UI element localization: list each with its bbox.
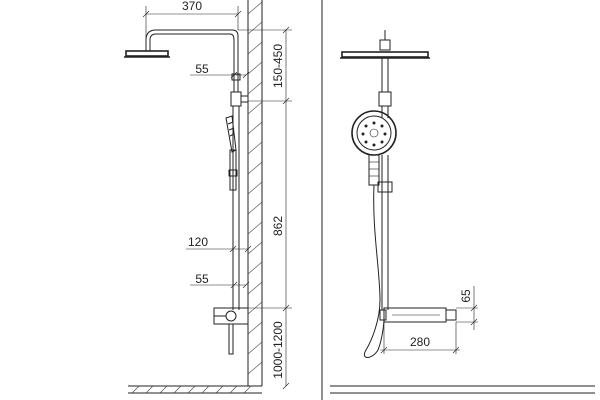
- floor: [128, 385, 262, 394]
- thermostatic-valve: [213, 307, 249, 355]
- dimension-label-150-450: 150-450: [271, 44, 285, 88]
- dimension-label-280: 280: [410, 335, 430, 349]
- riser-front: [378, 58, 392, 118]
- thermostatic-valve-front: [379, 307, 457, 323]
- dimension-label-862: 862: [271, 216, 285, 236]
- side-view: 370 55 150-450 862: [124, 0, 292, 394]
- shower-arm: [145, 29, 239, 50]
- dimension-label-55-lower: 55: [195, 272, 209, 286]
- dimension-valve-width: 280: [380, 322, 460, 354]
- dimension-lower-offset: 55: [190, 272, 250, 289]
- dimension-bracket-height: 150-450: [238, 26, 292, 105]
- dimension-lower-spacing: 120: [186, 235, 252, 256]
- dimension-label-370: 370: [182, 0, 202, 13]
- dimension-label-55-upper: 55: [195, 62, 209, 76]
- wall: [247, 0, 263, 386]
- shower-hose: [364, 184, 385, 358]
- upper-riser-pipe: [231, 50, 241, 92]
- wall-hatching: [247, 1, 263, 375]
- hand-shower-face: [351, 110, 397, 186]
- dimension-mount-height: 1000-1200: [271, 308, 290, 390]
- hand-shower: [225, 115, 238, 200]
- rain-shower-head: [124, 40, 170, 58]
- dimension-arm-width: 370: [142, 0, 242, 40]
- front-floor: [330, 385, 595, 394]
- dimension-label-120: 120: [188, 235, 208, 249]
- rain-shower-head-front: [340, 30, 430, 59]
- dimension-upper-offset: 55: [190, 62, 250, 79]
- slide-rail: [232, 106, 240, 310]
- front-view: 65 280: [330, 30, 595, 394]
- dimension-label-65: 65: [459, 289, 473, 303]
- dimension-valve-height: 65: [456, 286, 478, 330]
- slide-rail-front: [377, 155, 393, 310]
- upper-wall-bracket: [230, 91, 249, 107]
- dimension-rail-height: 862: [248, 101, 292, 312]
- dimension-label-1000-1200: 1000-1200: [271, 321, 285, 379]
